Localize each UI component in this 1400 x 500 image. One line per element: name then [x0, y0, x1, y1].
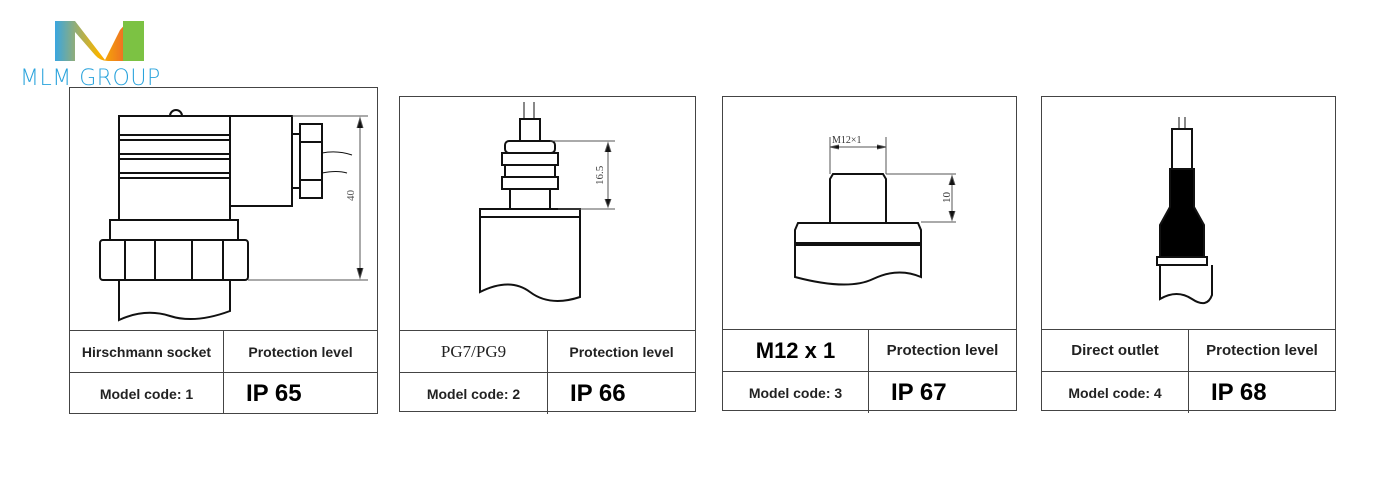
- spec-table: PG7/PG9 Protection level Model code: 2 I…: [400, 330, 695, 414]
- direct-outlet-drawing: [1156, 117, 1213, 305]
- protection-header: Protection level: [248, 343, 353, 360]
- ip-rating: IP 65: [246, 379, 302, 407]
- connector-panel-hirschmann: 40 Hirschmann socket Protection level Mo…: [69, 87, 378, 414]
- model-code: Model code: 4: [1042, 372, 1189, 413]
- spec-table: M12 x 1 Protection level Model code: 3 I…: [723, 329, 1016, 413]
- spec-table: Direct outlet Protection level Model cod…: [1042, 329, 1335, 413]
- logo-mark: [55, 21, 144, 61]
- connector-panel-m12: M12×1 10 M12 x 1 Protection level Model …: [722, 96, 1017, 413]
- connector-type: M12 x 1: [723, 330, 869, 371]
- connector-panel-direct-outlet: Direct outlet Protection level Model cod…: [1041, 96, 1336, 413]
- ip-rating: IP 67: [891, 378, 947, 406]
- ip-rating: IP 66: [570, 379, 626, 407]
- pg-drawing: 16.5: [479, 102, 615, 302]
- model-code: Model code: 2: [400, 373, 548, 414]
- logo-text: MLM GROUP: [20, 66, 161, 91]
- m12-drawing: M12×1 10: [794, 135, 956, 286]
- model-code: Model code: 1: [70, 373, 224, 414]
- protection-header: Protection level: [569, 343, 674, 360]
- dim-m12x1: M12×1: [832, 135, 862, 146]
- model-code: Model code: 3: [723, 372, 869, 413]
- connector-type: Hirschmann socket: [70, 331, 224, 372]
- protection-header: Protection level: [1206, 342, 1318, 359]
- dim-40: 40: [345, 190, 357, 202]
- connector-panel-pg7-pg9: 16.5 PG7/PG9 Protection level Model code…: [399, 96, 696, 414]
- dim-10: 10: [941, 192, 953, 204]
- dim-16-5: 16.5: [594, 165, 606, 185]
- connector-type: Direct outlet: [1042, 330, 1189, 371]
- hirschmann-drawing: 40: [99, 109, 368, 322]
- ip-rating: IP 68: [1211, 378, 1267, 406]
- spec-table: Hirschmann socket Protection level Model…: [70, 330, 377, 414]
- protection-header: Protection level: [886, 342, 999, 359]
- connector-type: PG7/PG9: [400, 331, 548, 372]
